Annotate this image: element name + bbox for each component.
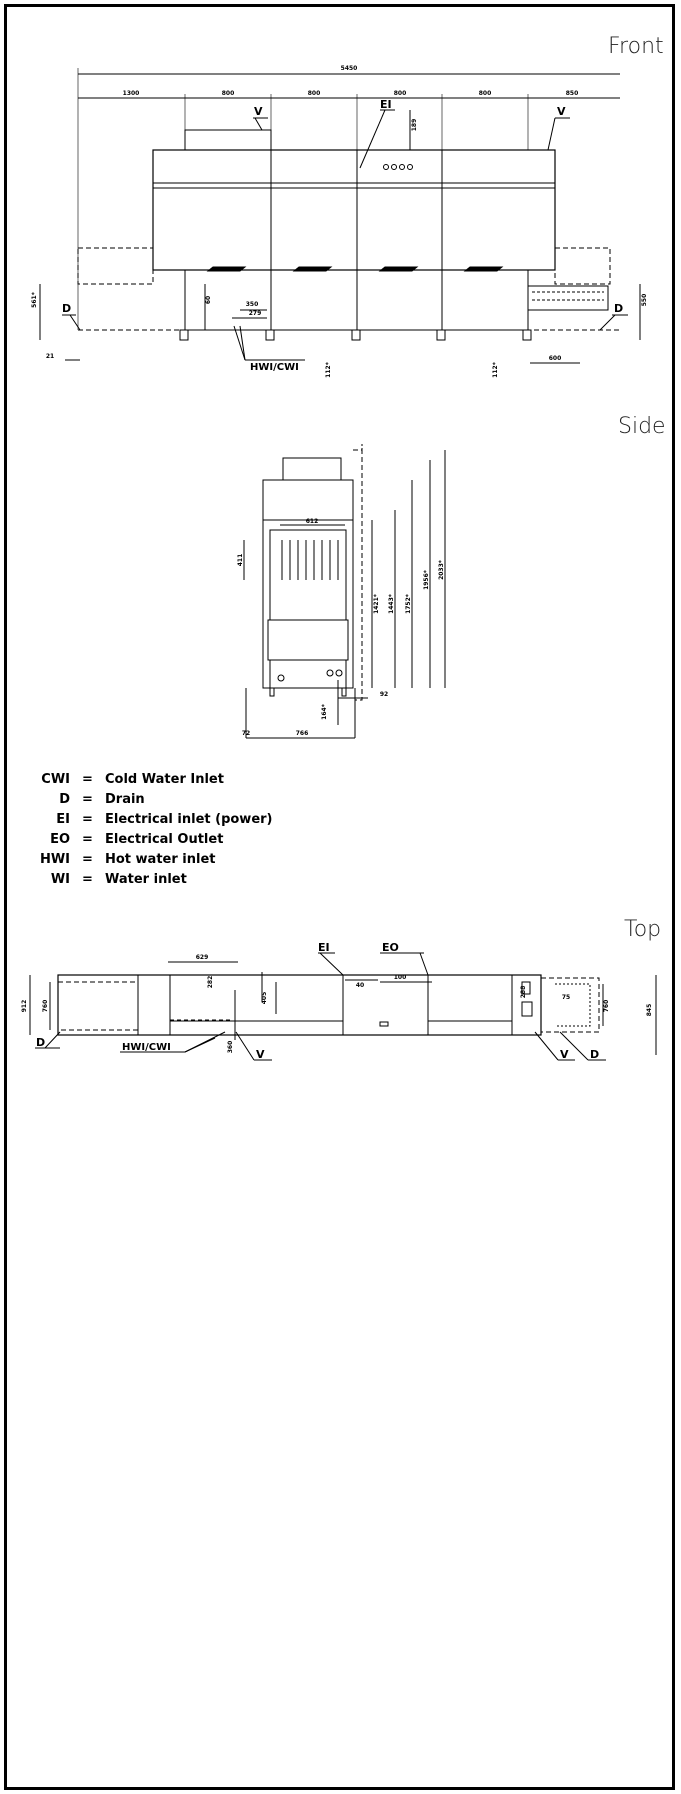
top-view-title: Top xyxy=(624,917,662,942)
front-dim-seg3: 800 xyxy=(308,90,321,97)
legend-row-cwi: CWI=Cold Water Inlet xyxy=(41,772,224,787)
top-dim-282: 282 xyxy=(207,976,214,989)
side-dim-612: 612 xyxy=(306,518,319,525)
front-label-d2: D xyxy=(614,302,623,315)
front-label-hwi-cwi: HWI/CWI xyxy=(250,362,299,373)
legend: CWI=Cold Water Inlet D=Drain EI=Electric… xyxy=(30,770,273,890)
legend-row-d: D=Drain xyxy=(59,792,145,807)
front-dim-overall: 5450 xyxy=(341,65,358,72)
front-dim-60: 60 xyxy=(205,296,212,304)
front-dim-112-a: 112* xyxy=(325,361,332,378)
side-dim-1443: 1443* xyxy=(388,593,395,614)
side-view-drawing: 612 411 1421* 1443* 1752* 1956* 2033* 92… xyxy=(237,444,446,739)
front-dim-seg5: 800 xyxy=(479,90,492,97)
front-label-ei: EI xyxy=(380,98,392,111)
top-label-eo: EO xyxy=(382,941,399,954)
top-dim-288: 288 xyxy=(520,986,527,999)
legend-row-wi: WI=Water inlet xyxy=(50,872,187,887)
top-dim-75: 75 xyxy=(562,994,570,1001)
front-label-d1: D xyxy=(62,302,71,315)
top-dim-760-right: 760 xyxy=(603,1000,610,1013)
side-dim-2033: 2033* xyxy=(438,559,445,580)
side-dim-411: 411 xyxy=(237,554,244,567)
front-view-title: Front xyxy=(608,34,664,59)
legend-row-ei: EI=Electrical inlet (power) xyxy=(56,812,273,827)
front-label-v1: V xyxy=(254,105,263,118)
top-dim-405: 405 xyxy=(261,992,268,1005)
front-label-v2: V xyxy=(557,105,566,118)
drawing-frame xyxy=(4,4,675,1790)
side-dim-164: 164* xyxy=(321,703,328,720)
top-dim-100: 100 xyxy=(394,974,407,981)
side-dim-766: 766 xyxy=(296,730,309,737)
top-dim-845: 845 xyxy=(646,1004,653,1017)
front-dim-21: 21 xyxy=(46,353,54,360)
legend-row-eo: EO=Electrical Outlet xyxy=(50,832,224,847)
front-dim-seg6: 850 xyxy=(566,90,579,97)
top-label-hwi-cwi: HWI/CWI xyxy=(122,1042,171,1053)
side-dim-1421: 1421* xyxy=(373,593,380,614)
top-label-d2: D xyxy=(590,1048,599,1061)
top-view-drawing: 629 282 405 40 100 912 760 760 845 288 7… xyxy=(21,941,657,1061)
top-label-d1: D xyxy=(36,1036,45,1049)
front-dim-112-b: 112* xyxy=(492,361,499,378)
front-view-drawing: 5450 1300 800 800 800 800 850 350 279 21… xyxy=(31,65,648,378)
top-label-v2: V xyxy=(560,1048,569,1061)
front-dim-ei-height: 189 xyxy=(411,119,418,132)
top-dim-912: 912 xyxy=(21,1000,28,1013)
side-dim-1956: 1956* xyxy=(423,569,430,590)
front-dim-350: 350 xyxy=(246,301,259,308)
top-dim-40: 40 xyxy=(356,982,364,989)
side-dim-92: 92 xyxy=(380,691,388,698)
front-dim-left-height: 561* xyxy=(31,291,38,308)
side-dim-1752: 1752* xyxy=(405,593,412,614)
top-label-ei: EI xyxy=(318,941,330,954)
legend-row-hwi: HWI=Hot water inlet xyxy=(39,852,216,867)
front-dim-279: 279 xyxy=(249,310,262,317)
top-dim-360: 360 xyxy=(227,1041,234,1054)
side-view-title: Side xyxy=(618,414,666,439)
front-dim-seg4: 800 xyxy=(394,90,407,97)
top-dim-760-left: 760 xyxy=(42,1000,49,1013)
front-dim-right-height: 550 xyxy=(641,294,648,307)
top-dim-629: 629 xyxy=(196,954,209,961)
front-dim-seg1: 1300 xyxy=(123,90,140,97)
front-dim-600: 600 xyxy=(549,355,562,362)
top-label-v1: V xyxy=(256,1048,265,1061)
front-dim-seg2: 800 xyxy=(222,90,235,97)
side-dim-72: 72 xyxy=(242,730,250,737)
